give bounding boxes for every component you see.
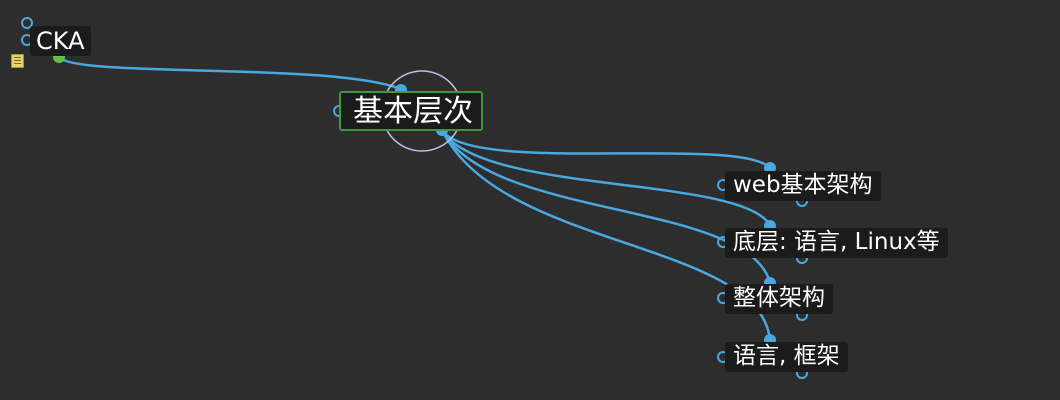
child-node-3[interactable]: 整体架构 [725,284,833,314]
child-node-label: 语言, 框架 [733,343,840,369]
child-node-label: 整体架构 [733,285,825,311]
connector-main-child-2 [440,129,772,226]
connector-root-main [58,56,402,91]
child-node-4[interactable]: 语言, 框架 [725,342,848,372]
child-node-label: 底层: 语言, Linux等 [733,229,940,255]
root-top-handle[interactable] [21,17,33,29]
note-icon[interactable] [11,54,24,68]
connector-main-child-1 [440,129,771,169]
child-node-label: web基本架构 [733,172,873,198]
main-node-label: 基本层次 [353,94,473,129]
child-node-2[interactable]: 底层: 语言, Linux等 [725,228,948,258]
child-node-1[interactable]: web基本架构 [725,171,881,201]
main-node[interactable]: 基本层次 [339,91,483,131]
root-node[interactable]: CKA [30,26,91,56]
root-node-label: CKA [36,27,85,55]
